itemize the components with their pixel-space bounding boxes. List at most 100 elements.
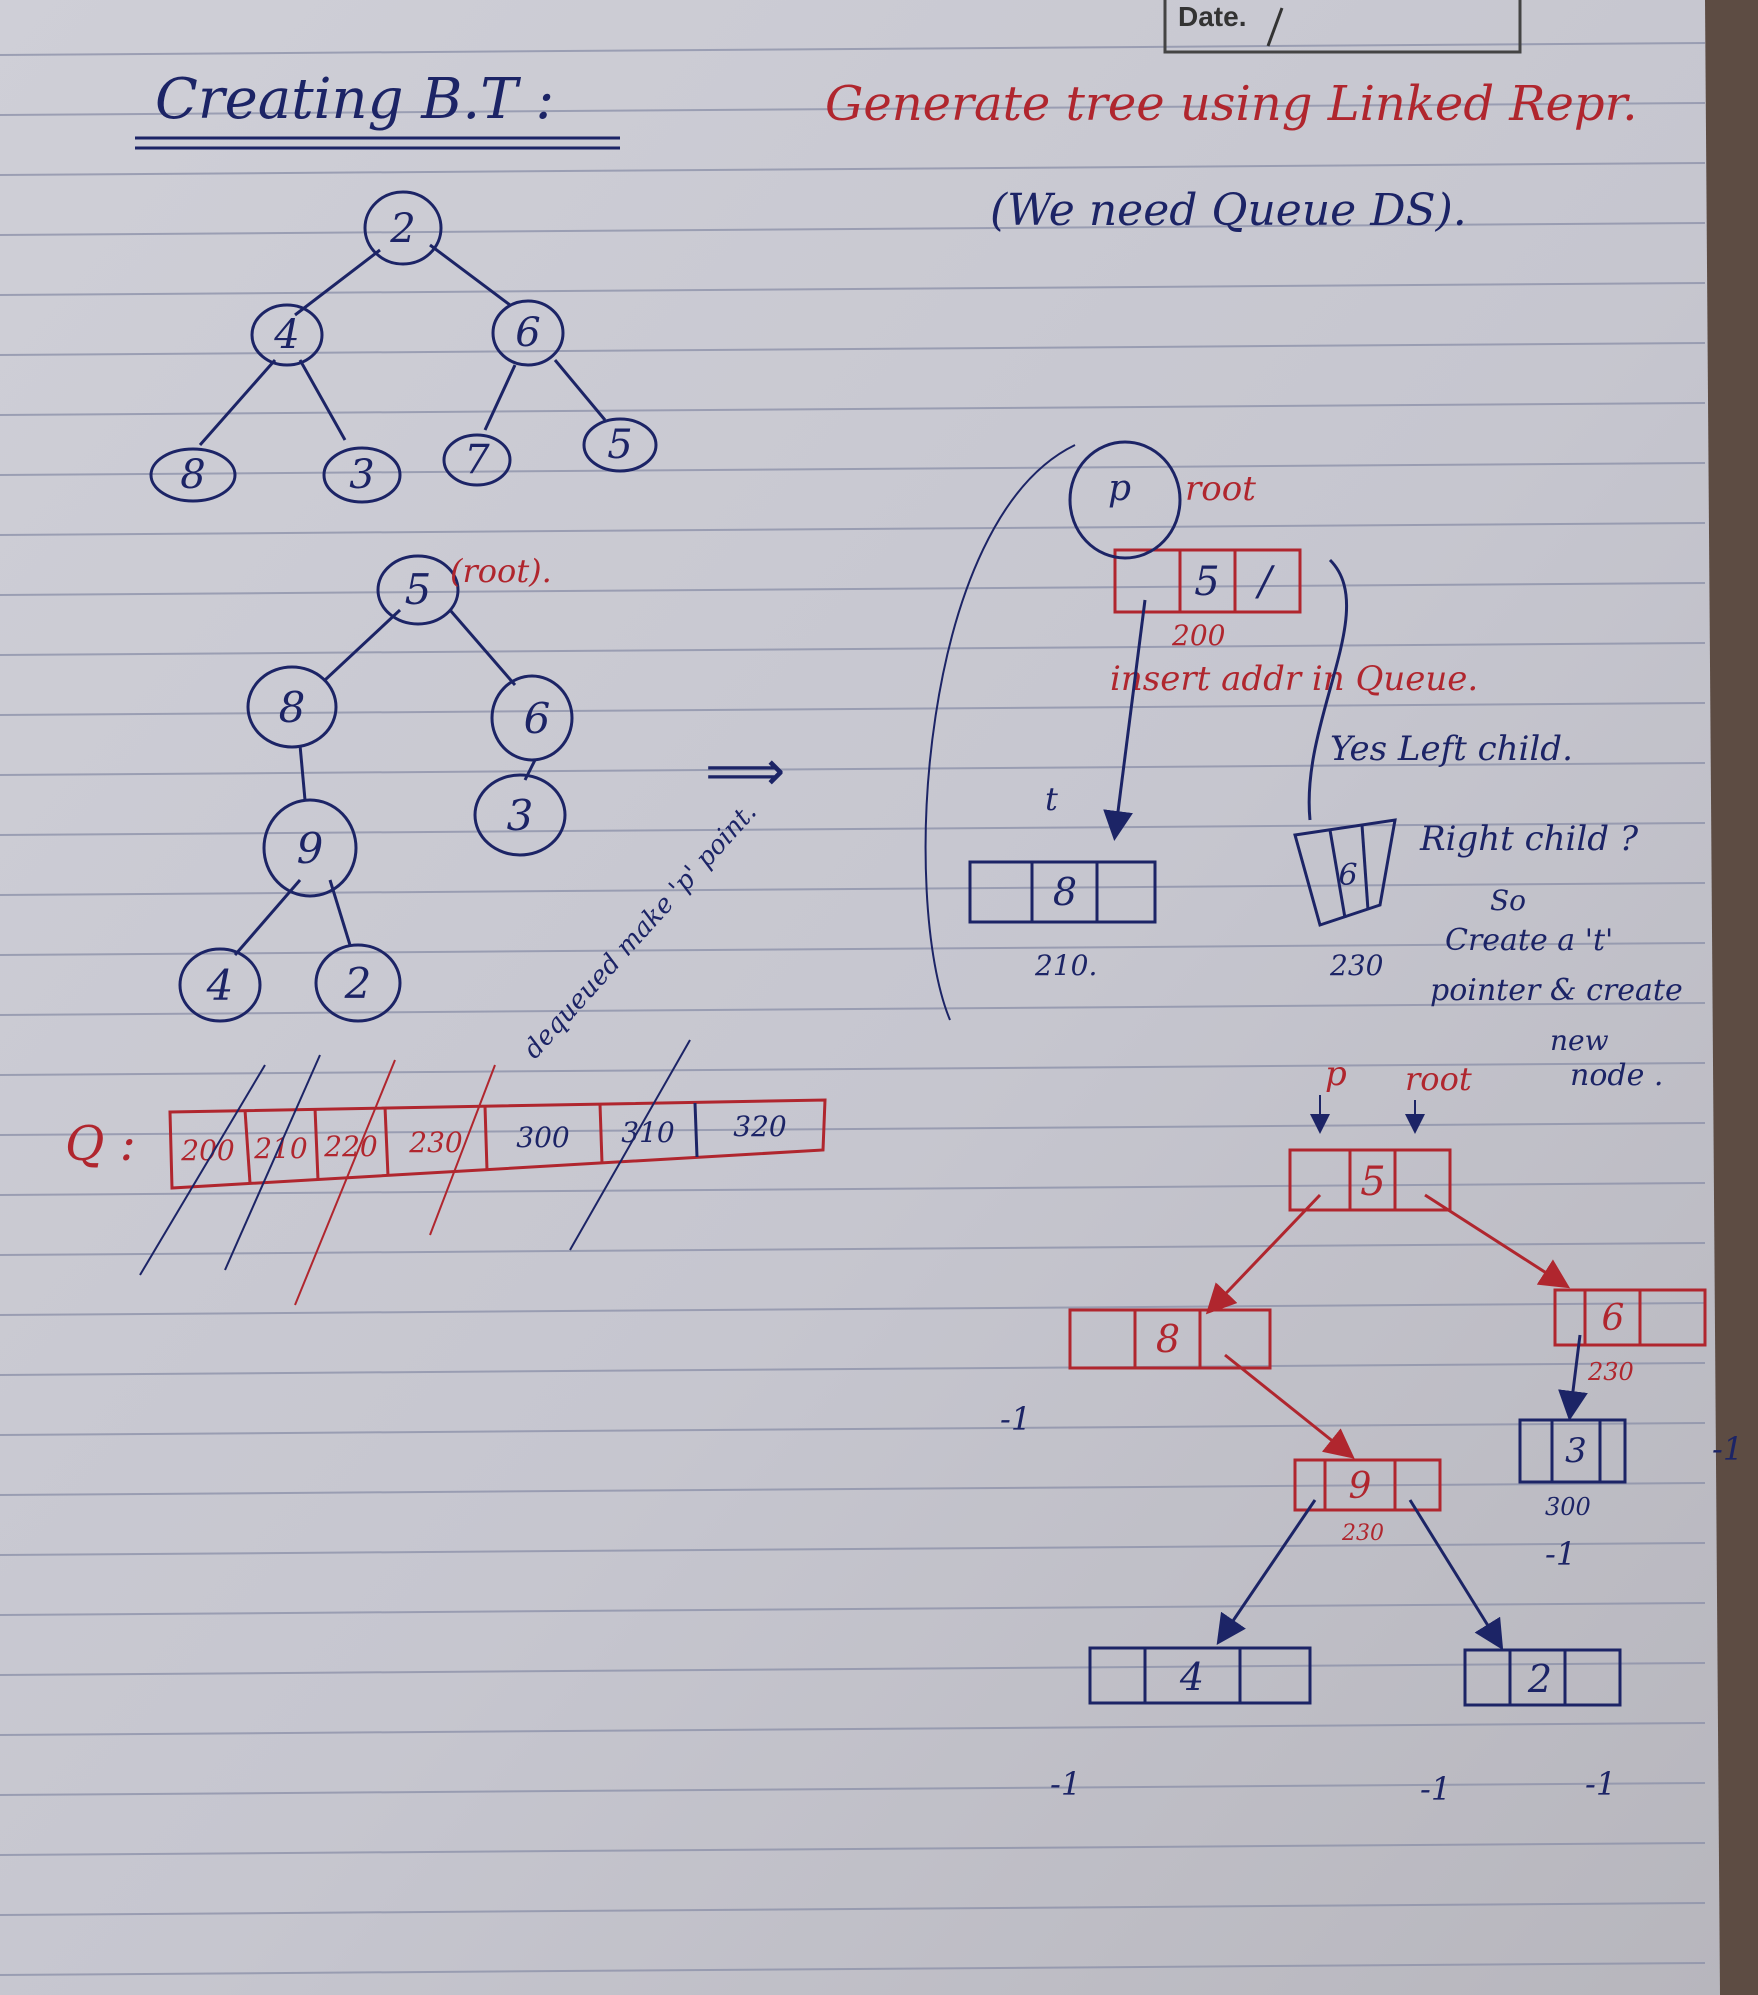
- ruled-line: [0, 282, 1706, 296]
- ruled-line: [0, 162, 1706, 176]
- tree1-node-3: 3: [349, 452, 374, 498]
- top-node-right: /: [1254, 559, 1275, 605]
- page-title: Creating B.T :: [155, 67, 554, 132]
- queue-cell-3: 220: [323, 1130, 377, 1163]
- right-child-node: [1293, 818, 1397, 927]
- bottom-node-9-address: 230: [1341, 1521, 1384, 1546]
- so-line-3: pointer & create: [1430, 973, 1683, 1008]
- tree-2: [178, 554, 574, 1023]
- ruled-line: [0, 1242, 1706, 1256]
- ruled-line: [0, 522, 1706, 536]
- top-p-label: p: [1108, 468, 1131, 509]
- ruled-line: [0, 222, 1706, 236]
- tree2-node-5: 5: [405, 565, 432, 614]
- ruled-line: [0, 1182, 1706, 1196]
- left-child-value: 8: [1053, 870, 1077, 914]
- date-box: [1163, 0, 1522, 54]
- ruled-line: [0, 1422, 1706, 1436]
- bottom-node-2: [1463, 1648, 1622, 1707]
- bottom-node-6: [1553, 1288, 1707, 1347]
- queue-strikes: [139, 1039, 691, 1276]
- minus-one-6: -1: [1712, 1430, 1743, 1468]
- ruled-line: [0, 42, 1706, 56]
- date-label: Date.: [1178, 1, 1246, 32]
- ruled-line: [0, 1962, 1706, 1976]
- tree2-root-label: (root).: [450, 552, 552, 590]
- tree1-node-5: 5: [607, 422, 632, 468]
- bottom-node-9-value: 9: [1349, 1466, 1372, 1507]
- bottom-root-label: root: [1405, 1060, 1472, 1098]
- queue-cell-5: 300: [516, 1121, 569, 1154]
- tree2-node-6: 6: [524, 694, 551, 743]
- minus-one-5: -1: [1585, 1765, 1616, 1803]
- bottom-node-9: [1293, 1458, 1442, 1512]
- ruled-line: [0, 1602, 1706, 1616]
- insert-note: insert addr in Queue.: [1110, 659, 1478, 699]
- left-child-address: 210.: [1034, 949, 1097, 982]
- top-node: [1113, 548, 1302, 614]
- so-line-1: So: [1490, 884, 1526, 917]
- tree2-node-8: 8: [279, 683, 306, 732]
- bottom-node-2-value: 2: [1527, 1657, 1552, 1701]
- bottom-node-4-value: 4: [1179, 1655, 1204, 1699]
- bottom-node-6-value: 6: [1602, 1298, 1625, 1339]
- tree1-node-2: 2: [389, 206, 415, 252]
- ruled-line: [0, 1542, 1706, 1556]
- ruled-line: [0, 1002, 1706, 1016]
- heading-line-1: Generate tree using Linked Repr.: [825, 76, 1638, 132]
- so-line-4: new: [1550, 1024, 1609, 1057]
- queue-cell-7: 320: [733, 1110, 786, 1143]
- ruled-line: [0, 762, 1706, 776]
- bottom-root-node: [1288, 1148, 1452, 1212]
- bottom-node-4: [1088, 1646, 1312, 1705]
- ruled-line: [0, 1902, 1706, 1916]
- minus-one-4: -1: [1420, 1770, 1451, 1808]
- tree-1: [149, 190, 658, 504]
- tree2-node-4: 4: [206, 961, 234, 1010]
- ruled-line: [0, 1362, 1706, 1376]
- left-child-node: [968, 860, 1157, 924]
- top-node-address: 200: [1171, 619, 1225, 652]
- ruled-lines: [0, 42, 1706, 1976]
- minus-one-1: -1: [1000, 1400, 1031, 1438]
- ruled-line: [0, 342, 1706, 356]
- ruled-line: [0, 1302, 1706, 1316]
- right-child-address: 230: [1329, 949, 1383, 982]
- tree1-node-4: 4: [273, 312, 299, 358]
- ruled-line: [0, 1842, 1706, 1856]
- so-line-2: Create a 't': [1445, 923, 1613, 958]
- tree1-node-8: 8: [180, 452, 205, 498]
- top-root-label: root: [1185, 469, 1256, 509]
- implies-arrow: ⟹: [705, 739, 785, 804]
- minus-one-2: -1: [1545, 1535, 1576, 1573]
- ruled-line: [0, 462, 1706, 476]
- ruled-line: [0, 102, 1706, 116]
- queue-cell-6: 310: [621, 1116, 674, 1149]
- queue: [168, 1098, 827, 1190]
- left-child-question: Yes Left child.: [1330, 729, 1573, 769]
- bottom-node-3-address: 300: [1545, 1493, 1591, 1521]
- ruled-line: [0, 822, 1706, 836]
- minus-one-3: -1: [1050, 1765, 1081, 1803]
- so-line-5: node .: [1570, 1058, 1663, 1093]
- ruled-line: [0, 1062, 1706, 1076]
- ruled-line: [0, 942, 1706, 956]
- tree1-node-7: 7: [464, 437, 490, 483]
- top-node-value: 5: [1194, 559, 1219, 605]
- tree2-node-2: 2: [344, 959, 372, 1008]
- ruled-line: [0, 1662, 1706, 1676]
- bottom-node-6-address: 230: [1587, 1358, 1634, 1386]
- right-child-question: Right child ?: [1419, 819, 1639, 859]
- ruled-line: [0, 582, 1706, 596]
- queue-cell-2: 210: [253, 1132, 307, 1165]
- bottom-node-8: [1068, 1308, 1272, 1370]
- tree2-node-3: 3: [507, 791, 534, 840]
- ruled-line: [0, 1482, 1706, 1496]
- ruled-line: [0, 642, 1706, 656]
- ruled-line: [0, 882, 1706, 896]
- bottom-p-label: p: [1325, 1054, 1347, 1094]
- queue-cell-4: 230: [408, 1126, 462, 1159]
- tree1-node-6: 6: [515, 310, 540, 356]
- ruled-line: [0, 702, 1706, 716]
